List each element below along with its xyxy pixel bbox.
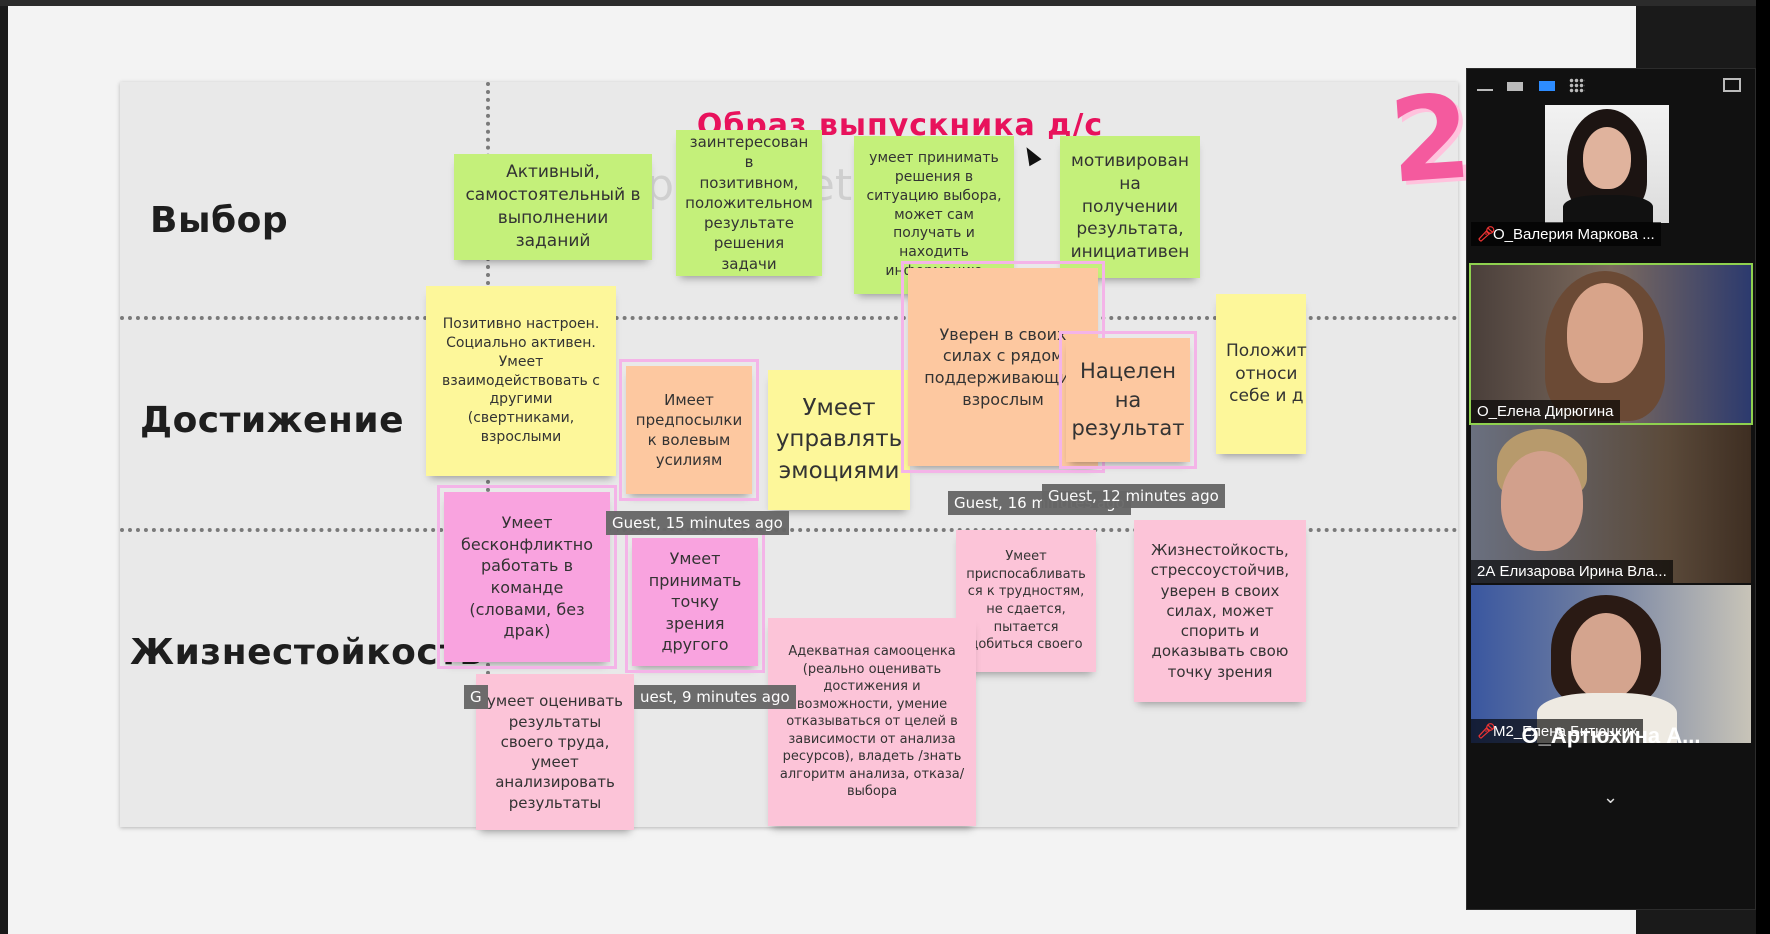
participant-face [1583,127,1631,189]
sticky-note-text: Активный, самостоятельный в выполнении з… [465,162,641,251]
participant-name-tag: 2А Елизарова Ирина Вла... [1471,560,1673,583]
row-divider-1 [120,316,1458,320]
sticky-note-text: Жизнестойкость, стрессоустойчив, уверен … [1150,541,1290,681]
participant-face [1571,613,1641,699]
sticky-note-text: Адекватная самооценка (реально оценивать… [779,644,965,800]
gallery-view-icon[interactable] [1569,78,1585,93]
row-label-resilience: Жизнестойкость [130,632,483,673]
minimize-icon[interactable] [1477,83,1493,91]
participant-name: 2А Елизарова Ирина Вла... [1477,563,1667,580]
sticky-note[interactable]: Имеет предпосылки к волевым усилиям [619,359,759,501]
sticky-note[interactable]: Положит относи себе и д [1216,294,1307,454]
sticky-note[interactable]: Умеет управлять эмоциями [768,370,910,510]
sticky-note[interactable]: Умеет бесконфликтно работать в команде (… [437,485,617,669]
sticky-note-text: Умеет бесконфликтно работать в команде (… [461,513,593,641]
sticky-note[interactable]: Умеет принимать точку зрения другого [625,531,765,673]
sticky-note-text: умеет принимать решения в ситуацию выбор… [866,149,1002,279]
video-panel-toolbar [1467,69,1755,103]
video-panel: 🎤︎О_Валерия Маркова ... О_Елена Дирюгина… [1466,68,1756,910]
participant-name: М2_Елена Битюцких [1493,723,1638,740]
decorative-number: 2 [1385,69,1476,210]
sticky-note-text: Имеет предпосылки к волевым усилиям [635,390,743,470]
sticky-note-text: Умеет принимать точку зрения другого [648,549,742,655]
sticky-note-text: Положит относи себе и д [1226,340,1307,407]
sticky-note[interactable]: заинтересован в позитивном, положительно… [676,130,822,276]
participant-name: О_Елена Дирюгина [1477,403,1614,420]
exit-fullscreen-icon[interactable] [1723,78,1741,92]
sticky-note-text: заинтересован в позитивном, положительно… [685,133,813,273]
sticky-note-text: Умеет приспосабливать ся к трудностям, н… [966,549,1086,653]
participant-tile-active[interactable]: О_Елена Дирюгина [1469,263,1753,425]
sticky-note-text: Нацелен на результат [1071,359,1185,441]
author-tag: Guest, 12 minutes ago [1042,484,1225,508]
participant-face [1501,451,1583,551]
author-tag: G [464,685,488,709]
row-label-choice: Выбор [150,200,289,241]
sticky-note[interactable]: умеет оценивать результаты своего труда,… [476,674,634,830]
sticky-note-text: Уверен в своих силах с рядом поддерживаю… [924,324,1082,409]
participant-name-tag: 🎤︎М2_Елена Битюцких [1471,719,1644,743]
participant-tile[interactable] [1545,105,1669,223]
sticky-note[interactable]: умеет принимать решения в ситуацию выбор… [854,136,1014,294]
participant-name-no-video[interactable]: О_Артюхина А... [1521,723,1701,748]
sticky-note-text: умеет оценивать результаты своего труда,… [487,692,623,812]
author-tag: uest, 9 minutes ago [634,685,796,709]
participant-face [1567,283,1643,383]
sticky-note[interactable]: Позитивно настроен. Социально активен. У… [426,286,616,476]
sticky-note-text: Умеет управлять эмоциями [775,395,903,484]
top-bar [0,0,1770,6]
sticky-note[interactable]: Жизнестойкость, стрессоустойчив, уверен … [1134,520,1306,702]
whiteboard-canvas[interactable]: Выбор Достижение Жизнестойкость Type som… [8,6,1636,934]
row-divider-2 [120,528,1458,532]
muted-mic-icon: 🎤︎ [1477,226,1497,243]
sticky-note[interactable]: Активный, самостоятельный в выполнении з… [454,154,652,260]
sticky-note[interactable]: Адекватная самооценка (реально оценивать… [768,618,976,826]
sticky-note[interactable]: Умеет приспосабливать ся к трудностям, н… [956,530,1096,672]
sticky-note-text: Позитивно настроен. Социально активен. У… [442,315,600,446]
participant-tile[interactable]: 2А Елизарова Ирина Вла... [1471,425,1751,583]
row-label-achievement: Достижение [140,400,404,441]
chevron-down-icon[interactable]: ⌄ [1603,787,1619,807]
participant-name-tag: О_Елена Дирюгина [1471,400,1620,423]
speaker-view-icon[interactable] [1507,82,1523,91]
sticky-note[interactable]: мотивирован на получении результата, ини… [1060,136,1200,278]
participant-name-tag: 🎤︎О_Валерия Маркова ... [1471,222,1661,246]
participant-name: О_Валерия Маркова ... [1493,226,1655,243]
screen-edge [1756,0,1770,934]
sticky-note-text: мотивирован на получении результата, ини… [1070,150,1190,263]
strip-view-icon[interactable] [1539,81,1555,91]
sticky-note[interactable]: Нацелен на результат [1059,331,1197,469]
participant-tile[interactable]: 🎤︎М2_Елена Битюцких [1471,585,1751,743]
author-tag: Guest, 15 minutes ago [606,511,789,535]
participant-body [1563,195,1653,223]
